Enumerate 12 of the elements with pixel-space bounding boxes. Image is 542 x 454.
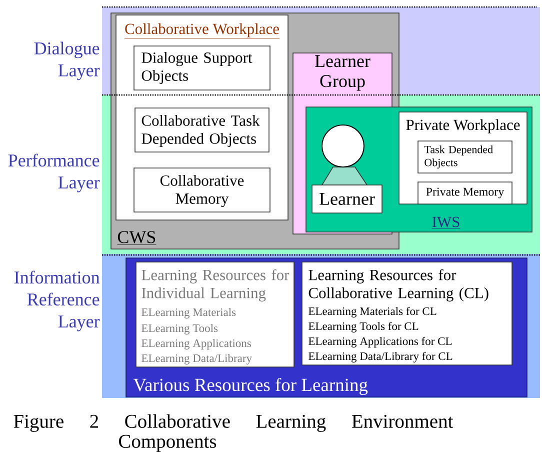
memory-box: Private Memory (418, 182, 512, 204)
resource-list-box: Learning Resources for Collaborative Learning (CL) ELearning Materials for CL ELearning Tools for CL ELearning Applications for CL ELearning Data/Library for CL (302, 262, 512, 366)
layer-label: Performance Layer (8, 154, 100, 192)
layer-label: Information Reference Layer (14, 270, 100, 332)
resource-list-box: Learning Resources for Individual Learning ELearning Materials ELearning Tools ELearning Applications ELearning Data/Library (136, 262, 294, 368)
label-box: Learner (312, 184, 382, 214)
object-box: Collaborative Task Depended Objects (134, 108, 270, 152)
layer-label: Dialogue Layer (34, 42, 100, 80)
figure-caption: Figure 2 Collaborative Learning Environment Components (14, 414, 454, 452)
memory-box: Collaborative Memory (134, 168, 270, 212)
object-box: Dialogue Support Objects (134, 46, 270, 90)
object-box: Task Depended Objects (418, 140, 512, 174)
